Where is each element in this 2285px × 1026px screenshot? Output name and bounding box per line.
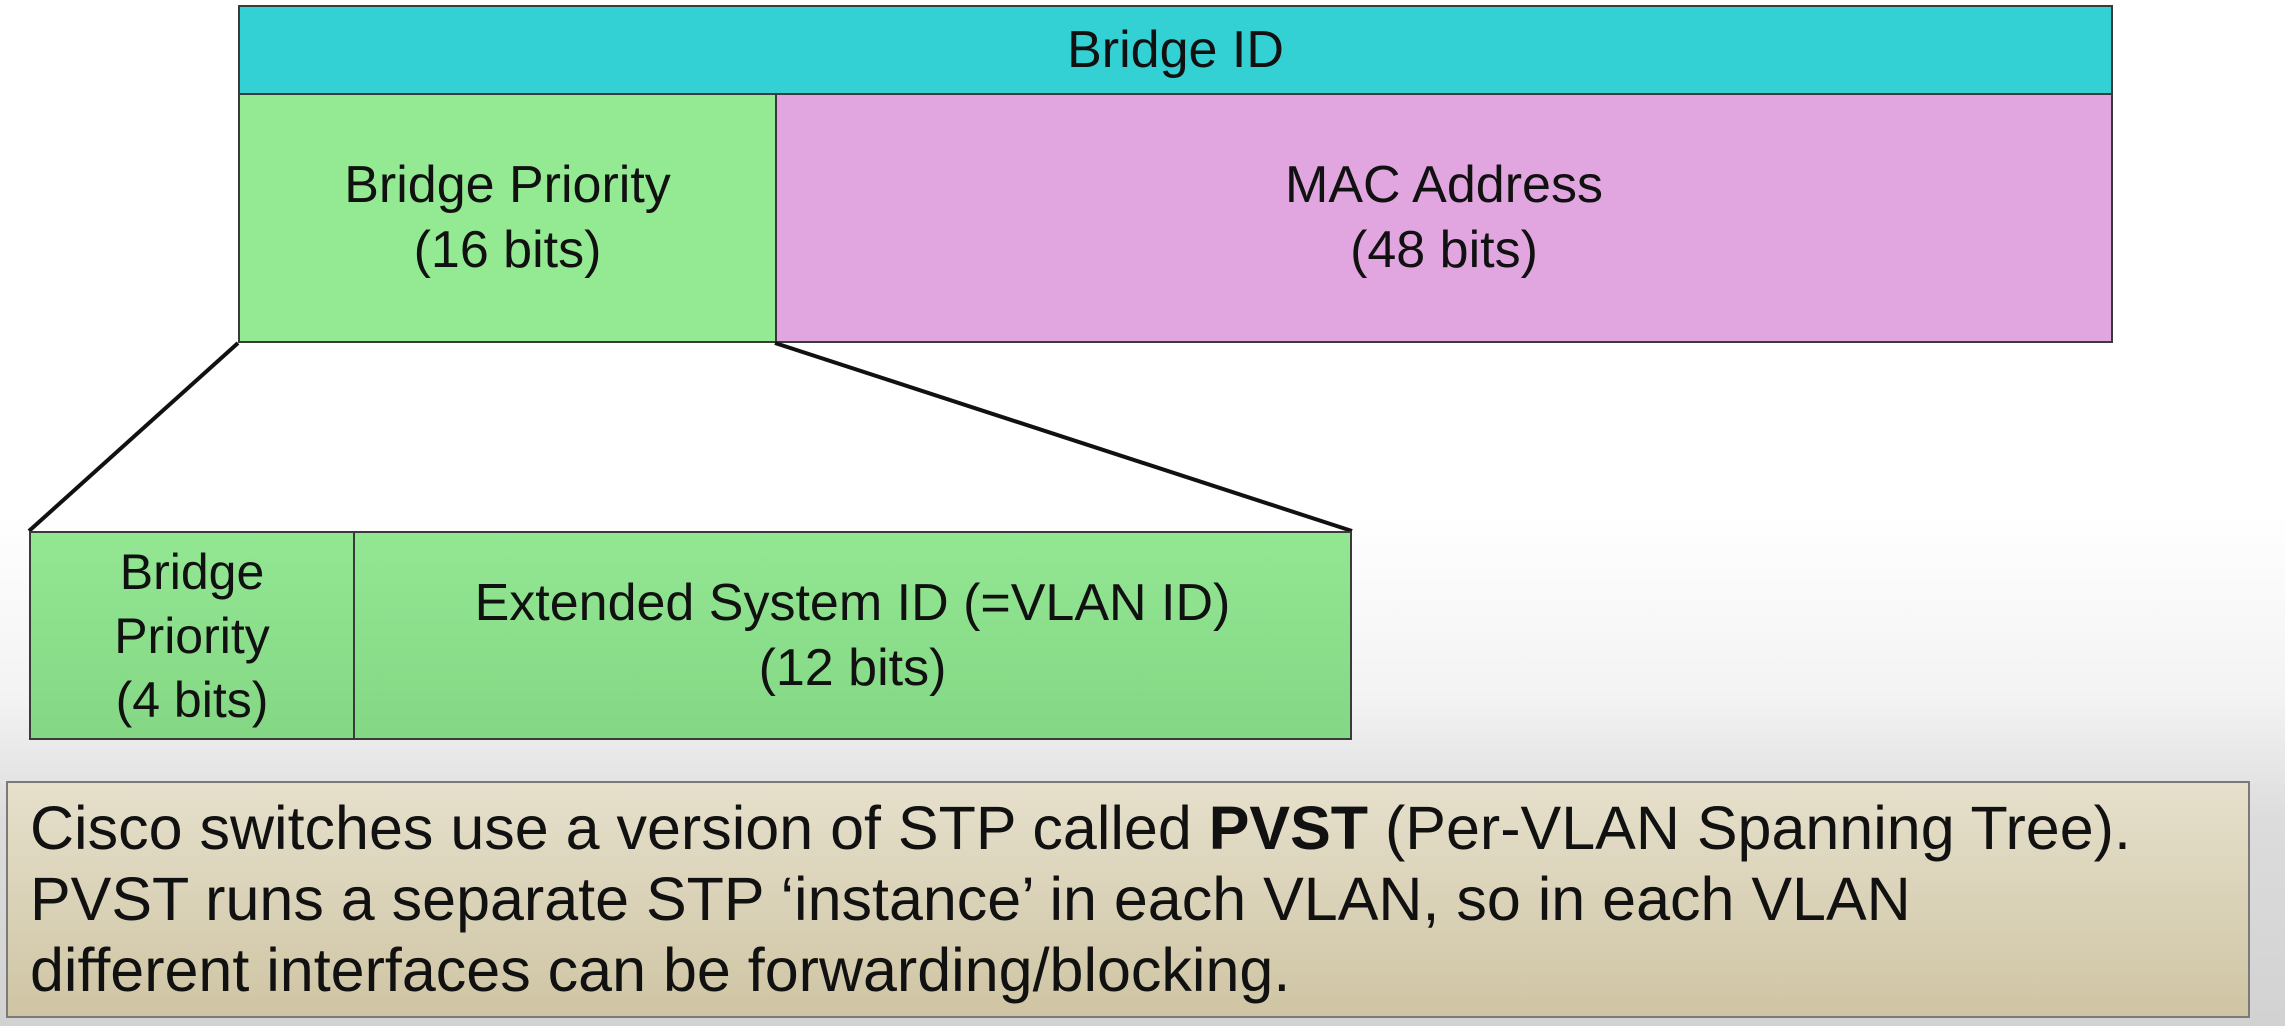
bridge-priority-label: Bridge Priority bbox=[344, 156, 671, 214]
mac-address-field: MAC Address (48 bits) bbox=[775, 93, 2113, 343]
extended-system-id-label: Extended System ID (=VLAN ID) bbox=[474, 573, 1231, 632]
zoom-line-right bbox=[774, 341, 1353, 533]
bridge-priority-4bit-size: (4 bits) bbox=[115, 671, 269, 728]
callout-line-3: different interfaces can be forwarding/b… bbox=[30, 936, 1291, 1004]
bridge-priority-4bit-label-1: Bridge bbox=[119, 543, 265, 600]
mac-address-size: (48 bits) bbox=[1350, 221, 1538, 279]
bridge-priority-size: (16 bits) bbox=[413, 221, 602, 279]
mac-address-label: MAC Address bbox=[1285, 156, 1603, 214]
bridge-priority-field: Bridge Priority (16 bits) bbox=[238, 93, 777, 343]
callout-line-1-text: Cisco switches use a version of STP call… bbox=[30, 794, 1209, 862]
callout-line-1: Cisco switches use a version of STP call… bbox=[30, 793, 2228, 864]
pvst-callout-box: Cisco switches use a version of STP call… bbox=[6, 781, 2250, 1018]
zoom-line-left bbox=[27, 341, 240, 533]
pvst-bold-term: PVST bbox=[1208, 794, 1369, 862]
bridge-id-label: Bridge ID bbox=[1067, 21, 1284, 79]
extended-system-id-size: (12 bits) bbox=[758, 638, 947, 697]
callout-line-1-tail: (Per-VLAN Spanning Tree). bbox=[1368, 794, 2131, 862]
bridge-priority-4bit-field: Bridge Priority (4 bits) bbox=[29, 531, 355, 740]
bridge-priority-4bit-label-2: Priority bbox=[114, 607, 270, 664]
bridge-id-field: Bridge ID bbox=[238, 5, 2113, 95]
extended-system-id-field: Extended System ID (=VLAN ID) (12 bits) bbox=[353, 531, 1352, 740]
callout-line-2: PVST runs a separate STP ‘instance’ in e… bbox=[30, 865, 1911, 933]
